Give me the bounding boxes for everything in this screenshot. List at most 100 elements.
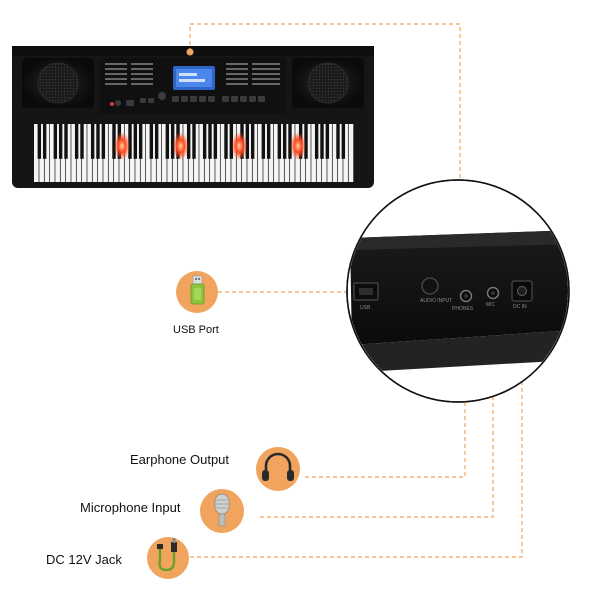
white-key	[220, 124, 226, 182]
black-key	[170, 124, 175, 159]
earphone-output-feature	[256, 447, 300, 491]
black-key	[149, 124, 154, 159]
black-key	[202, 124, 207, 159]
white-key	[140, 124, 146, 182]
guide-anchor-dot	[186, 48, 194, 56]
black-key	[128, 124, 132, 159]
black-key	[325, 124, 330, 159]
panel-label-dc-in: DC IN	[513, 304, 527, 310]
white-key	[316, 124, 322, 182]
white-key	[274, 124, 279, 182]
white-key	[247, 124, 252, 182]
usb-port-feature	[176, 271, 218, 313]
black-key	[96, 124, 100, 159]
lit-key-glow	[114, 132, 130, 160]
white-key	[348, 124, 354, 182]
black-key	[208, 124, 212, 159]
white-key	[343, 124, 348, 182]
white-key	[98, 124, 103, 182]
panel-label-usb: USB	[360, 305, 371, 311]
panel-label-audio-input: AUDIO INPUT	[420, 298, 452, 304]
white-key	[55, 124, 60, 182]
black-key	[304, 124, 308, 159]
white-key	[194, 124, 199, 182]
usb-drive-icon	[190, 275, 205, 305]
keyboard-illustration	[12, 46, 374, 188]
piano-keys	[34, 124, 354, 182]
black-key	[282, 124, 287, 159]
white-key	[44, 124, 50, 182]
white-key	[268, 124, 274, 182]
white-key	[60, 124, 66, 182]
black-key	[64, 124, 68, 159]
white-key	[332, 124, 338, 182]
white-key	[162, 124, 167, 182]
black-key	[314, 124, 319, 159]
white-key	[263, 124, 268, 182]
white-key	[103, 124, 108, 182]
black-key	[74, 124, 79, 159]
audio-input-jack	[421, 277, 439, 295]
black-key	[229, 124, 234, 159]
black-key	[245, 124, 250, 159]
white-key	[146, 124, 151, 182]
lit-key-glow	[290, 132, 306, 160]
microphone-icon	[214, 493, 230, 527]
white-key	[215, 124, 220, 182]
white-key	[34, 124, 39, 182]
panel-label-mic: MIC	[486, 302, 496, 308]
black-key	[266, 124, 271, 159]
black-key	[213, 124, 218, 159]
black-key	[186, 124, 191, 159]
headphones-icon	[264, 452, 292, 474]
black-key	[192, 124, 196, 159]
white-key	[135, 124, 140, 182]
keyboard-back-panel	[350, 230, 568, 345]
white-key	[167, 124, 172, 182]
microphone-input-feature	[200, 489, 244, 533]
black-key	[165, 124, 170, 159]
lit-key-glow	[172, 132, 189, 160]
black-key	[42, 124, 47, 159]
dc-jack-label: DC 12V Jack	[46, 552, 122, 567]
white-key	[252, 124, 258, 182]
black-key	[320, 124, 324, 159]
black-key	[154, 124, 159, 159]
dc-jack-feature	[147, 537, 189, 579]
white-key	[338, 124, 343, 182]
black-key	[80, 124, 84, 159]
black-key	[288, 124, 292, 159]
white-key	[226, 124, 231, 182]
white-key	[258, 124, 263, 182]
zoom-detail: USB AUDIO INPUT PHONES MIC DC IN	[346, 179, 570, 403]
white-key	[108, 124, 114, 182]
black-key	[261, 124, 266, 159]
white-key	[130, 124, 135, 182]
black-key	[53, 124, 58, 159]
white-key	[322, 124, 327, 182]
black-key	[112, 124, 116, 159]
panel-label-phones: PHONES	[452, 306, 474, 312]
white-key	[204, 124, 210, 182]
black-key	[224, 124, 228, 159]
white-key	[87, 124, 92, 182]
black-key	[101, 124, 106, 159]
white-key	[327, 124, 332, 182]
white-key	[39, 124, 44, 182]
black-key	[138, 124, 143, 159]
black-key	[90, 124, 95, 159]
white-key	[199, 124, 204, 182]
white-key	[76, 124, 82, 182]
usb-port-label: USB Port	[173, 324, 219, 336]
white-key	[156, 124, 162, 182]
white-key	[306, 124, 311, 182]
white-key	[71, 124, 76, 182]
lit-key-glow	[231, 132, 248, 160]
black-key	[133, 124, 138, 159]
black-key	[341, 124, 346, 159]
white-key	[66, 124, 71, 182]
black-key	[250, 124, 255, 159]
white-key	[188, 124, 194, 182]
white-key	[82, 124, 87, 182]
